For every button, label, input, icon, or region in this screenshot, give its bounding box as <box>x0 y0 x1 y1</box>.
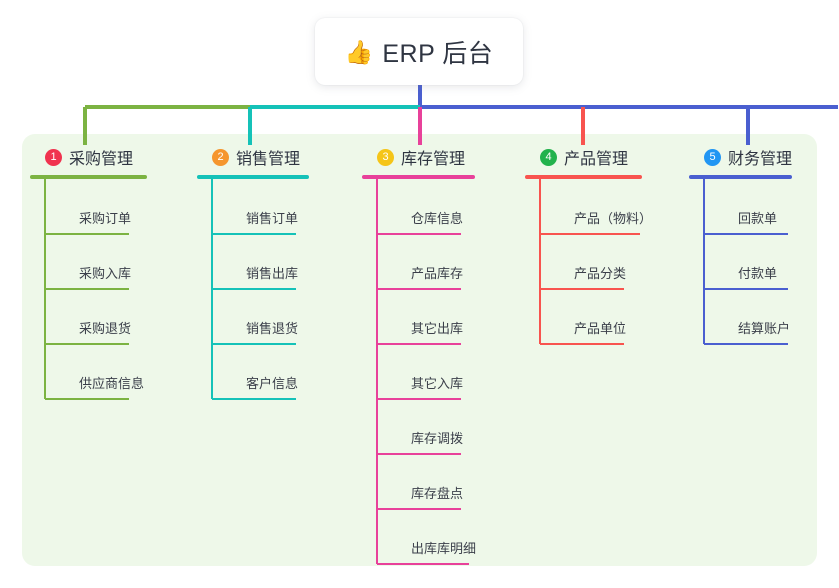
branch-number-badge: 3 <box>377 148 394 166</box>
branch-item[interactable]: 客户信息 <box>212 344 342 399</box>
branch-item[interactable]: 产品（物料） <box>540 179 675 234</box>
branch-item-label: 出库库明细 <box>411 541 477 556</box>
thumbs-up-icon: 👍 <box>344 39 374 65</box>
branch-title: 产品管理 <box>564 151 629 168</box>
branch-item-label: 产品分类 <box>574 266 627 281</box>
branch-underline <box>362 175 475 179</box>
branch-item[interactable]: 付款单 <box>704 234 817 289</box>
branch-item-label: 销售退货 <box>246 321 299 336</box>
branch-item-label: 销售出库 <box>246 266 299 281</box>
branch-column: 1 采购管理采购订单采购入库采购退货供应商信息 <box>30 145 180 399</box>
branch-underline <box>30 175 147 179</box>
branch-item-label: 库存调拨 <box>411 431 464 446</box>
branch-header[interactable]: 2 销售管理 <box>197 145 342 169</box>
branch-item-label: 结算账户 <box>738 321 791 336</box>
branch-item[interactable]: 销售退货 <box>212 289 342 344</box>
branch-item[interactable]: 采购退货 <box>45 289 180 344</box>
branch-item-label: 其它入库 <box>411 376 464 391</box>
branch-item-label: 采购入库 <box>79 266 132 281</box>
branch-number-badge: 1 <box>45 148 62 166</box>
branch-item[interactable]: 供应商信息 <box>45 344 180 399</box>
branch-item-label: 产品（物料） <box>574 211 653 226</box>
branch-item-list: 采购订单采购入库采购退货供应商信息 <box>30 179 180 399</box>
branch-underline <box>525 175 642 179</box>
branch-number-badge: 2 <box>212 148 229 166</box>
branch-header[interactable]: 3 库存管理 <box>362 145 507 169</box>
branch-item-label: 销售订单 <box>246 211 299 226</box>
branch-item[interactable]: 采购入库 <box>45 234 180 289</box>
branch-item-list: 产品（物料） 产品分类产品单位 <box>525 179 675 344</box>
content-panel <box>22 134 817 566</box>
branch-item-label: 付款单 <box>738 266 778 281</box>
branch-title: 库存管理 <box>401 151 466 168</box>
branch-column: 2 销售管理销售订单销售出库销售退货客户信息 <box>197 145 342 399</box>
branch-header[interactable]: 5 财务管理 <box>689 145 817 169</box>
branch-item[interactable]: 其它出库 <box>377 289 507 344</box>
branch-item[interactable]: 出库库明细 <box>377 509 507 564</box>
branch-header[interactable]: 1 采购管理 <box>30 145 180 169</box>
branch-item[interactable]: 库存盘点 <box>377 454 507 509</box>
branch-title: 财务管理 <box>728 151 793 168</box>
branch-item[interactable]: 产品单位 <box>540 289 675 344</box>
branch-underline <box>197 175 309 179</box>
branch-underline <box>689 175 792 179</box>
branch-header[interactable]: 4 产品管理 <box>525 145 675 169</box>
branch-item[interactable]: 产品库存 <box>377 234 507 289</box>
branch-item[interactable]: 采购订单 <box>45 179 180 234</box>
branch-item-list: 销售订单销售出库销售退货客户信息 <box>197 179 342 399</box>
branch-column: 3 库存管理仓库信息产品库存其它出库其它入库库存调拨库存盘点出库库明细 <box>362 145 507 564</box>
branch-item[interactable]: 结算账户 <box>704 289 817 344</box>
branch-item[interactable]: 销售订单 <box>212 179 342 234</box>
branch-item[interactable]: 库存调拨 <box>377 399 507 454</box>
branch-item-label: 仓库信息 <box>411 211 464 226</box>
branch-column: 5 财务管理回款单付款单结算账户 <box>689 145 817 344</box>
branch-item-label: 客户信息 <box>246 376 299 391</box>
branch-item-label: 库存盘点 <box>411 486 464 501</box>
branch-number-badge: 5 <box>704 148 721 166</box>
branch-number-badge: 4 <box>540 148 557 166</box>
branch-item-label: 供应商信息 <box>79 376 145 391</box>
branch-item-list: 仓库信息产品库存其它出库其它入库库存调拨库存盘点出库库明细 <box>362 179 507 564</box>
branch-item-label: 产品库存 <box>411 266 464 281</box>
branch-item-label: 回款单 <box>738 211 778 226</box>
branch-item[interactable]: 其它入库 <box>377 344 507 399</box>
branch-title: 销售管理 <box>236 151 301 168</box>
root-node-title: ERP 后台 <box>382 39 494 68</box>
branch-title: 采购管理 <box>69 151 134 168</box>
branch-item-label: 其它出库 <box>411 321 464 336</box>
branch-column: 4 产品管理产品（物料） 产品分类产品单位 <box>525 145 675 344</box>
branch-item[interactable]: 产品分类 <box>540 234 675 289</box>
branch-item-list: 回款单付款单结算账户 <box>689 179 817 344</box>
branch-item[interactable]: 销售出库 <box>212 234 342 289</box>
branch-item-label: 产品单位 <box>574 321 627 336</box>
branch-item-label: 采购退货 <box>79 321 132 336</box>
branch-item-label: 采购订单 <box>79 211 132 226</box>
branch-item[interactable]: 仓库信息 <box>377 179 507 234</box>
branch-item[interactable]: 回款单 <box>704 179 817 234</box>
root-node-card[interactable]: 👍 ERP 后台 <box>315 18 523 85</box>
